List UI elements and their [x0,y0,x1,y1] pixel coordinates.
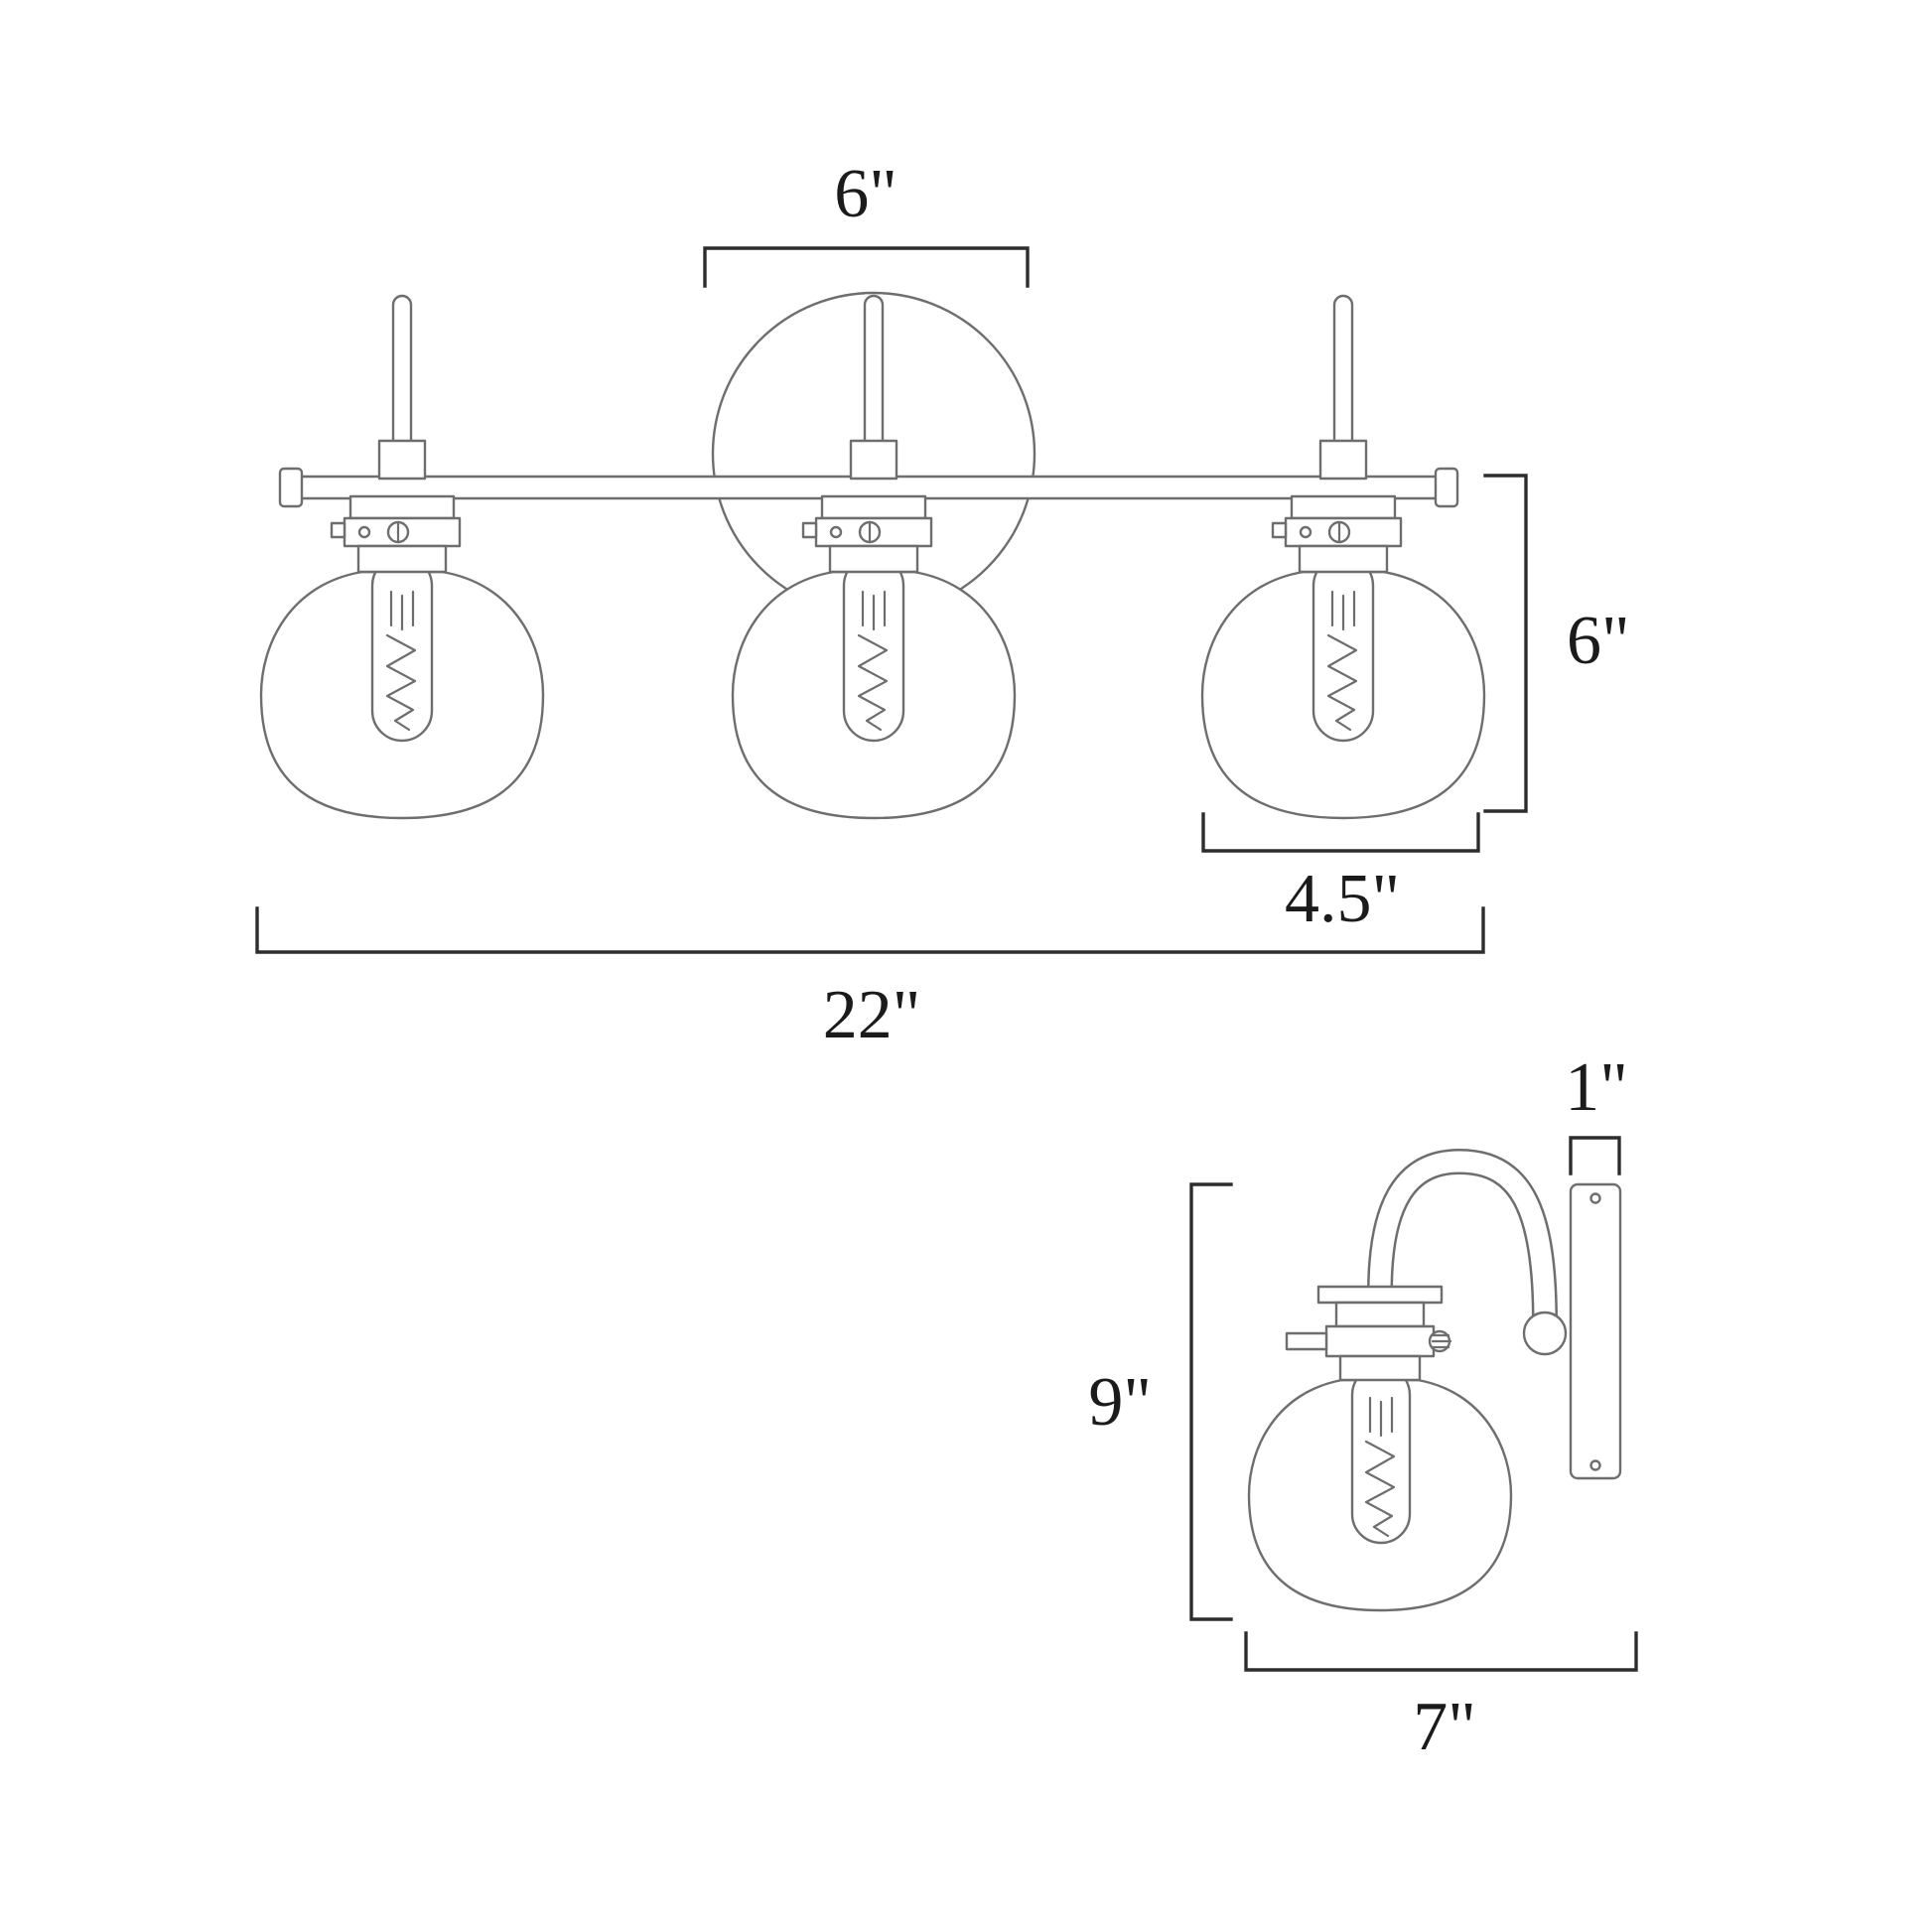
set-screw-knob [1285,1331,1328,1351]
dim-fixture-height: 9" [1088,1182,1233,1621]
dim-backplate-width-label: 6" [834,156,897,232]
dim-shade-width: 4.5" [1201,812,1480,937]
socket-neck-side [1334,1301,1426,1328]
mounting-bar [296,475,1442,500]
thumbscrew-threads [1431,1333,1452,1349]
socket-cup-side [1338,1354,1422,1382]
wall-plate-screw-top [1589,1192,1601,1204]
wall-plate [1569,1182,1622,1480]
socket-band-side [1324,1324,1436,1358]
side-view: 1" 9" 7" [1088,1049,1638,1765]
dim-fixture-height-label: 9" [1088,1364,1152,1441]
edison-bulb-side [1350,1364,1412,1545]
bar-end-cap-right [1434,467,1459,508]
dim-total-width: 22" [255,906,1485,1053]
dim-extension-label: 7" [1413,1689,1476,1765]
bulb-filament-side [1364,1396,1396,1538]
bar-end-cap-left [278,467,304,508]
lamp-left [259,294,545,820]
dim-extension: 7" [1244,1631,1638,1765]
curved-arm [1367,1148,1558,1323]
dim-shade-height-label: 6" [1567,603,1630,679]
lamp-right [1200,294,1486,820]
dim-plate-depth: 1" [1565,1049,1628,1175]
ball-joint [1522,1311,1568,1356]
socket-plate-side [1316,1285,1444,1305]
dim-backplate-width: 6" [703,156,1030,288]
dim-plate-depth-label: 1" [1565,1049,1628,1126]
wall-plate-screw-bottom [1589,1459,1601,1471]
dim-shade-width-label: 4.5" [1285,861,1400,937]
dim-total-width-label: 22" [823,977,921,1053]
front-view: 6" 6" 4.5" 22" [255,156,1630,1053]
dim-shade-height: 6" [1483,474,1630,813]
